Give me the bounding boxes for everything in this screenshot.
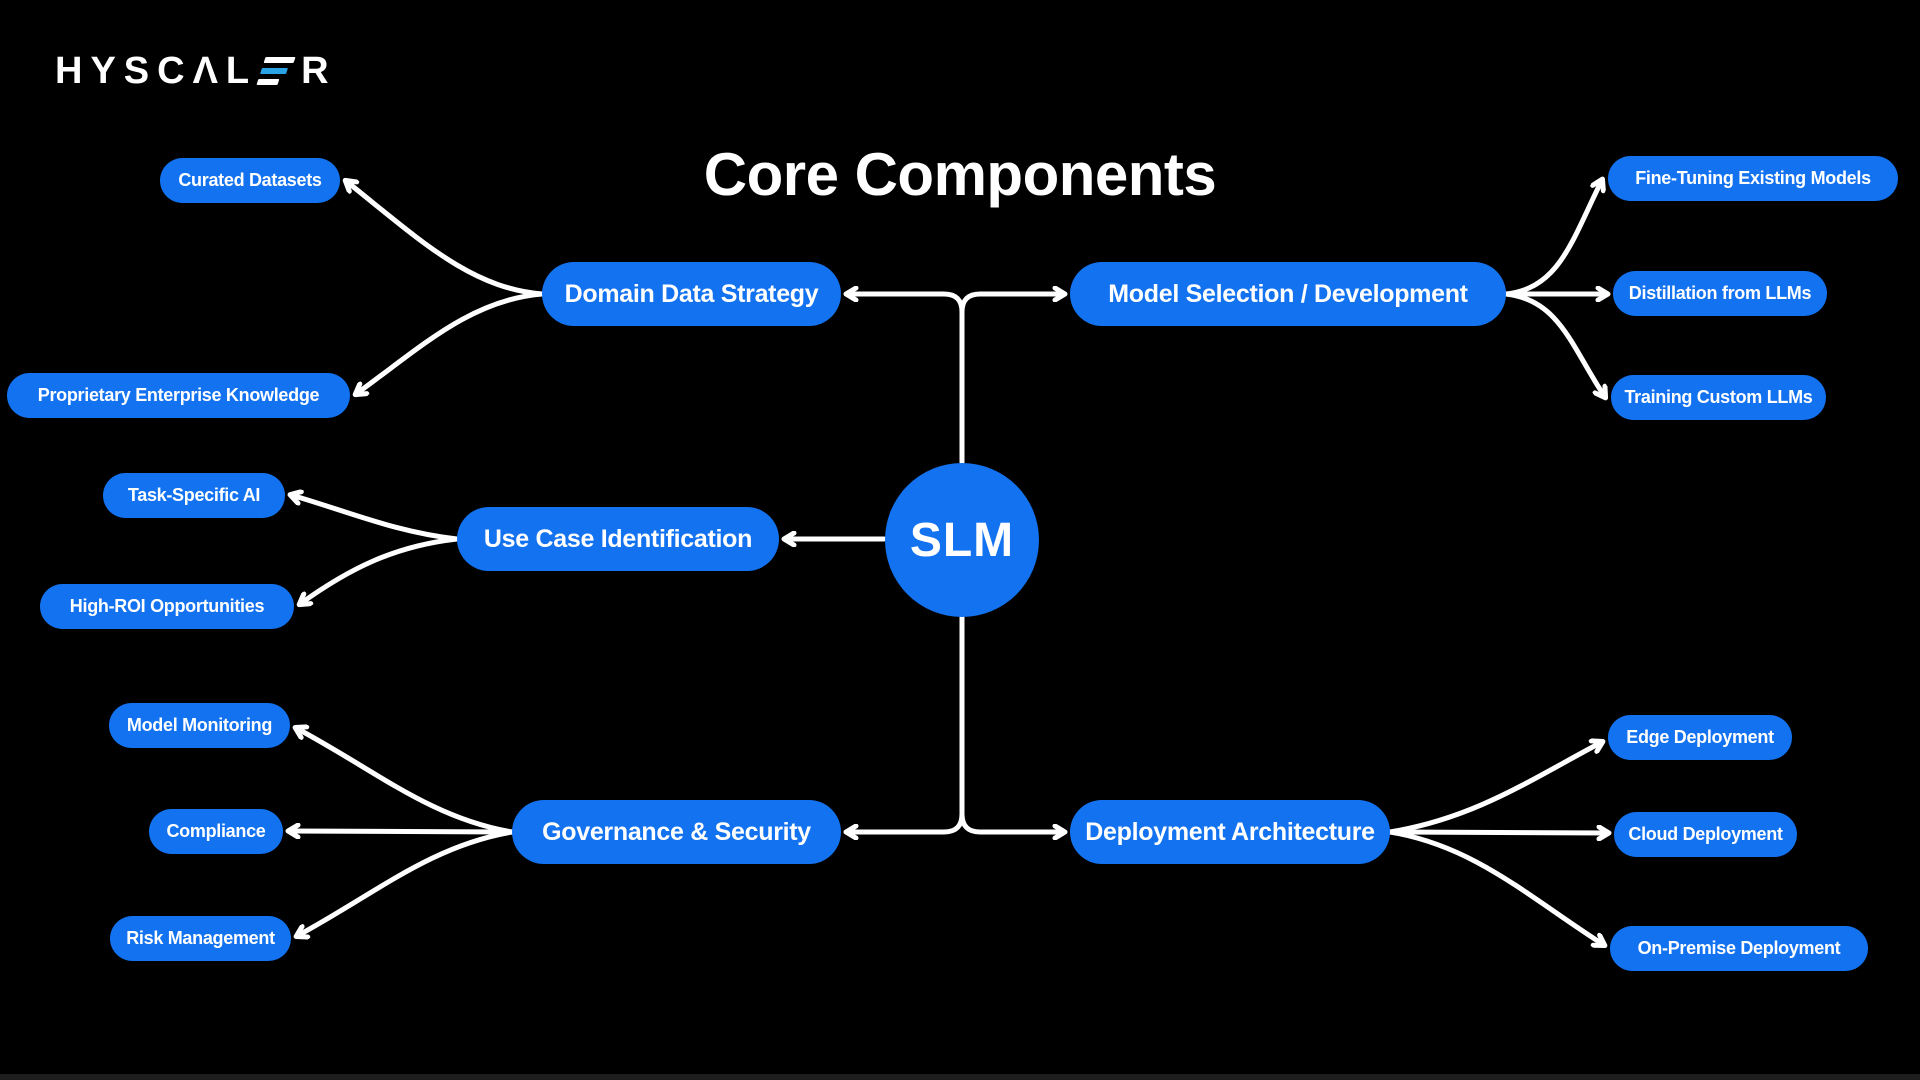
branch-use-case-identification: Use Case Identification xyxy=(457,507,779,571)
connector-deployment-on-premise xyxy=(1387,829,1604,945)
leaf-compliance: Compliance xyxy=(149,809,283,854)
connector-slm-domain-data-strategy xyxy=(847,294,965,465)
leaf-cloud-deployment: Cloud Deployment xyxy=(1614,812,1797,857)
connector-deployment-cloud xyxy=(1387,832,1608,833)
leaf-distillation-from-llms: Distillation from LLMs xyxy=(1613,271,1827,316)
logo-text: HYSCΛL xyxy=(55,50,258,92)
bottom-strip xyxy=(0,1074,1920,1080)
leaf-training-custom-llms: Training Custom LLMs xyxy=(1611,375,1826,420)
connector-model-fine-tuning xyxy=(1503,180,1602,297)
connector-slm-model-selection xyxy=(959,294,1064,465)
connector-governance-risk xyxy=(297,829,515,936)
branch-domain-data-strategy: Domain Data Strategy xyxy=(542,262,841,326)
center-node-slm: SLM xyxy=(885,463,1039,617)
hyscaler-logo: HYSCΛL R xyxy=(55,52,337,90)
leaf-curated-datasets: Curated Datasets xyxy=(160,158,340,203)
connector-governance-compliance xyxy=(289,831,515,832)
leaf-risk-management: Risk Management xyxy=(110,916,291,961)
leaf-model-monitoring: Model Monitoring xyxy=(109,703,290,748)
connector-slm-governance xyxy=(847,613,965,832)
leaf-on-premise-deployment: On-Premise Deployment xyxy=(1610,926,1868,971)
connector-domain-curated-datasets xyxy=(346,181,545,297)
connector-domain-proprietary-knowledge xyxy=(356,291,545,394)
connector-usecase-high-roi xyxy=(300,536,460,604)
connector-deployment-edge xyxy=(1387,742,1602,835)
connector-usecase-task-specific xyxy=(291,495,460,542)
leaf-high-roi-opportunities: High-ROI Opportunities xyxy=(40,584,294,629)
connector-governance-model-monitoring xyxy=(296,728,515,835)
branch-governance-security: Governance & Security xyxy=(512,800,841,864)
leaf-fine-tuning-existing-models: Fine-Tuning Existing Models xyxy=(1608,156,1898,201)
connector-model-training-custom xyxy=(1503,291,1605,397)
logo-suffix: R xyxy=(301,50,337,92)
leaf-task-specific-ai: Task-Specific AI xyxy=(103,473,285,518)
connector-slm-deployment xyxy=(959,613,1064,832)
branch-deployment-architecture: Deployment Architecture xyxy=(1070,800,1390,864)
leaf-edge-deployment: Edge Deployment xyxy=(1608,715,1792,760)
page-title: Core Components xyxy=(703,141,1217,209)
branch-model-selection-development: Model Selection / Development xyxy=(1070,262,1506,326)
leaf-proprietary-enterprise-knowledge: Proprietary Enterprise Knowledge xyxy=(7,373,350,418)
